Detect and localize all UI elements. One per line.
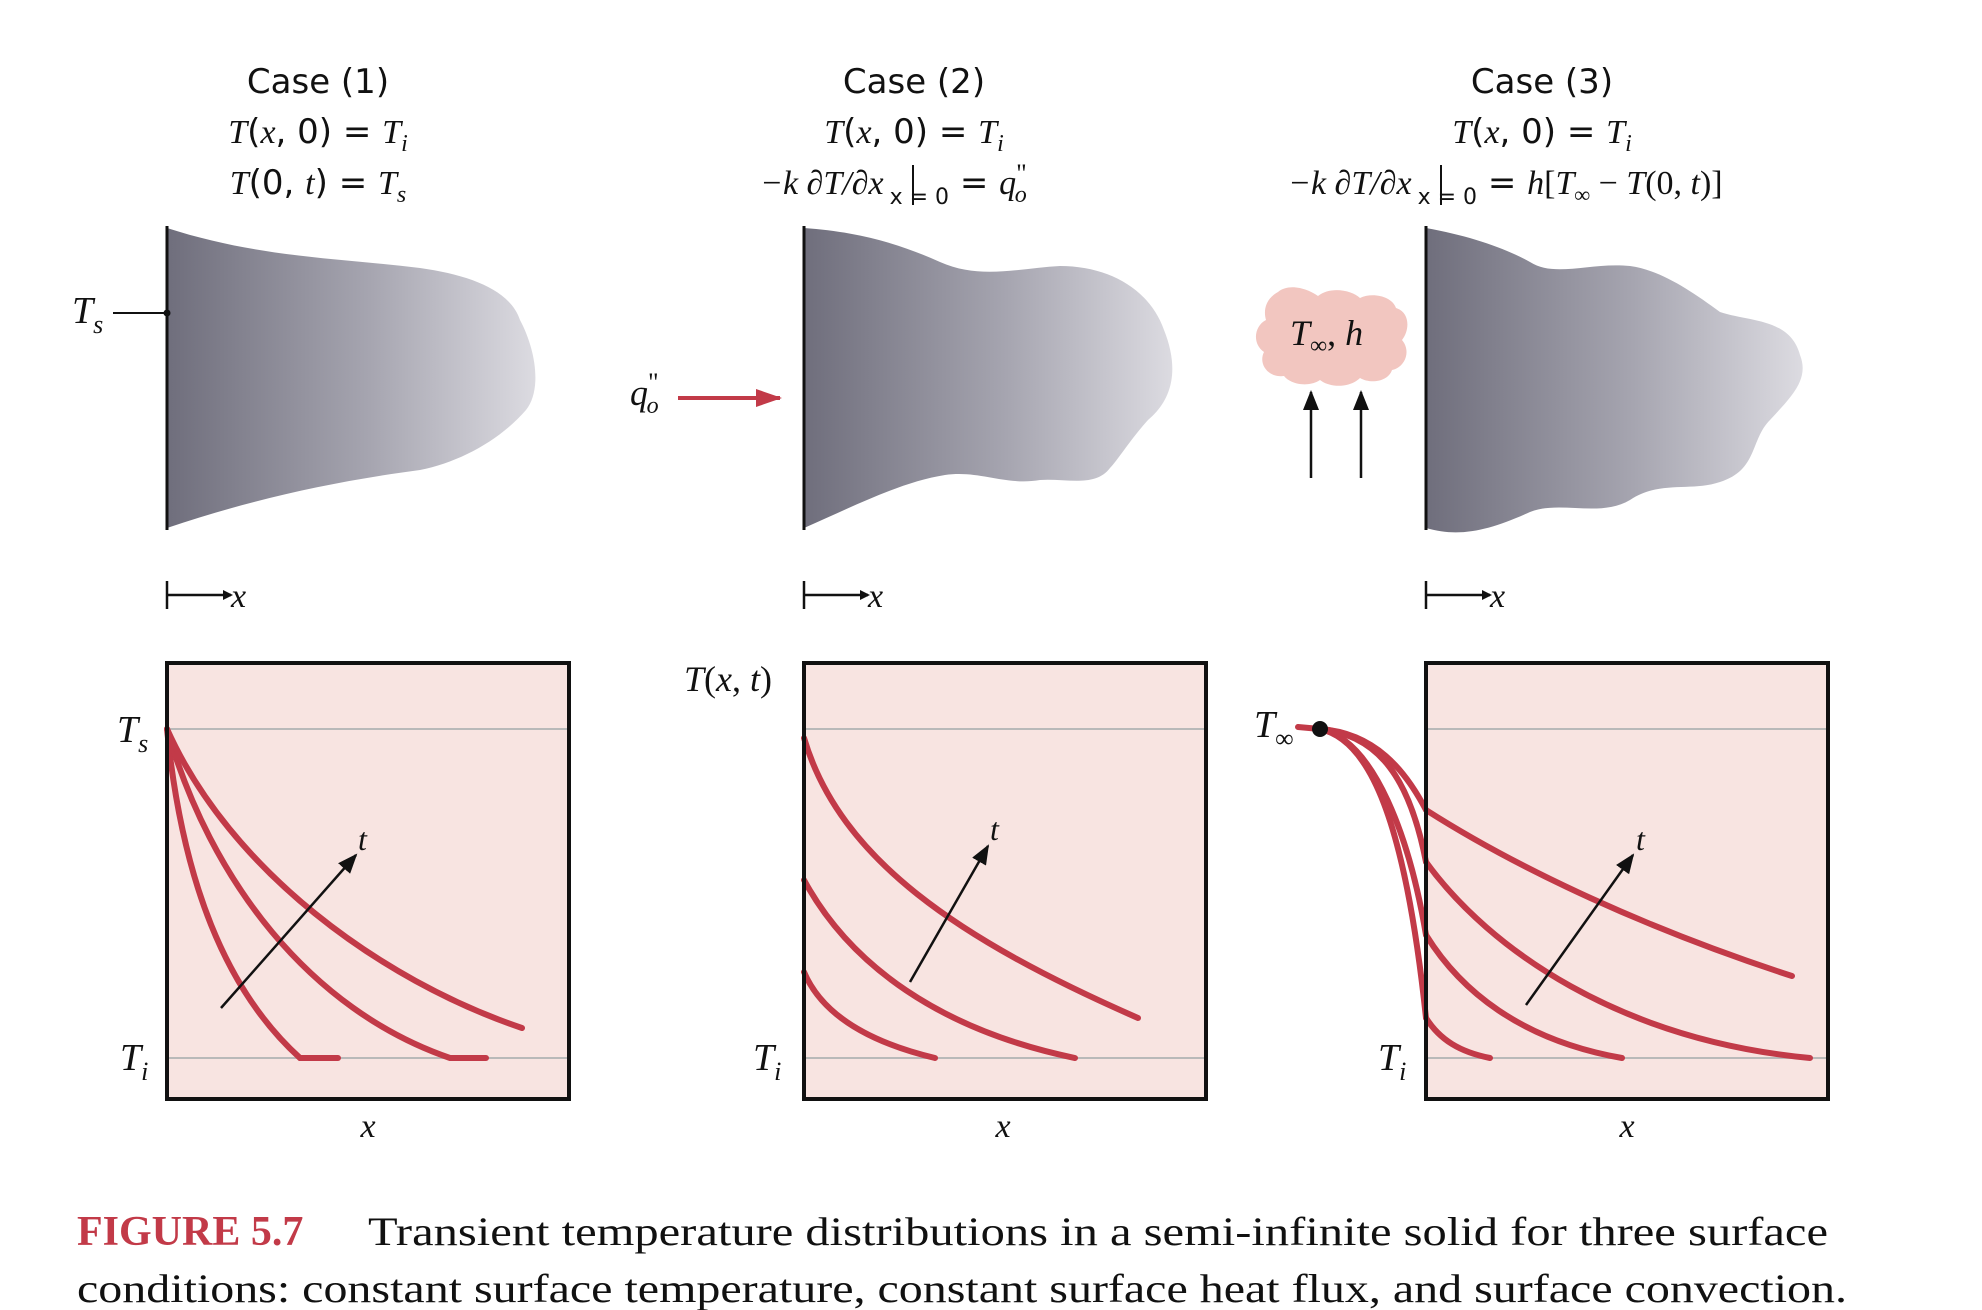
case-3-plot-frame (1424, 661, 1830, 1101)
case-1-surface-temperature-label: Ts (72, 290, 103, 339)
case-2-initial-condition: T(x, 0) = Ti (824, 112, 1004, 157)
case-2-heat-flux-label: q"o (630, 368, 659, 419)
case-2-solid (804, 228, 1173, 528)
case-2-x-axis-label: x (994, 1108, 1010, 1145)
case-2-x-direction-label: x (867, 578, 883, 615)
case-3-fluid-label: T∞, h (1290, 313, 1363, 359)
case-2-y-axis-title: T(x, t) (684, 659, 772, 699)
case-2-title: Case (2) (843, 62, 985, 102)
case-1-solid (167, 228, 536, 528)
case-3-y-label-bottom: Ti (1378, 1037, 1406, 1086)
caption-line-1: Transient temperature distributions in a… (368, 1209, 1828, 1254)
case-2-profile-middle (801, 877, 1078, 1061)
case-1-y-label-bottom: Ti (120, 1037, 148, 1086)
case-2-time-arrow (908, 844, 990, 983)
case-1-surface-dot (163, 309, 171, 317)
case-3-time-arrow (1524, 853, 1635, 1006)
case-3-profile-middle (1423, 932, 1625, 1061)
case-2-plot-background (804, 663, 1206, 1099)
case-1-initial-condition: T(x, 0) = Ti (228, 112, 408, 157)
case-3-fluid-profile-middle (1317, 726, 1429, 938)
case-1-profile-late (164, 726, 525, 1031)
case-2-profile-late (801, 735, 1141, 1021)
case-1-title: Case (1) (247, 62, 389, 102)
figure-caption: FIGURE 5.7 Transient temperature distrib… (77, 1209, 1847, 1310)
case-3-time-label: t (1636, 821, 1646, 857)
case-3-fluid-profile-latest (1317, 726, 1429, 813)
case-3-fluid-profile-early (1295, 724, 1429, 1021)
case-3-solid (1426, 228, 1803, 533)
case-1-profile-middle (164, 726, 489, 1061)
case-1-time-label: t (358, 821, 368, 857)
case-1-profile-early (164, 726, 341, 1061)
case-3-profile-early (1423, 1015, 1493, 1061)
case-3-profile-latest (1423, 807, 1795, 979)
case-3-title: Case (3) (1471, 62, 1613, 102)
case-1-plot-frame (165, 661, 571, 1101)
caption-label: FIGURE 5.7 (77, 1209, 303, 1255)
case-3-plot: t (1295, 661, 1830, 1101)
case-1-boundary-condition: T(0, t) = Ts (230, 163, 407, 208)
case-1-x-axis-label: x (359, 1108, 375, 1145)
case-3-x-axis-label: x (1618, 1108, 1634, 1145)
case-2-profile-early (801, 969, 938, 1061)
case-1-x-direction-label: x (230, 578, 246, 615)
case-3-fluid-temperature-dot (1312, 721, 1328, 737)
case-3-x-direction-label: x (1489, 578, 1505, 615)
case-3-fluid-cloud (1255, 287, 1408, 386)
case-3-initial-condition: T(x, 0) = Ti (1452, 112, 1632, 157)
case-3-y-label-top: T∞ (1254, 704, 1294, 753)
case-3-plot-background (1426, 663, 1828, 1099)
case-3-profile-late (1423, 859, 1813, 1061)
case-2-time-label: t (990, 811, 1000, 847)
case-2-plot-frame (802, 661, 1208, 1101)
case-1-time-arrow (220, 853, 358, 1009)
case-1-y-label-top: Ts (117, 709, 148, 758)
caption-line-2: conditions: constant surface temperature… (77, 1266, 1847, 1310)
case-1: Case (1) T(x, 0) = Ti T(0, t) = Ts Ts x … (72, 62, 571, 1145)
case-1-plot: t (164, 661, 571, 1101)
case-2-plot: t (801, 661, 1208, 1101)
case-2-y-label-bottom: Ti (753, 1037, 781, 1086)
